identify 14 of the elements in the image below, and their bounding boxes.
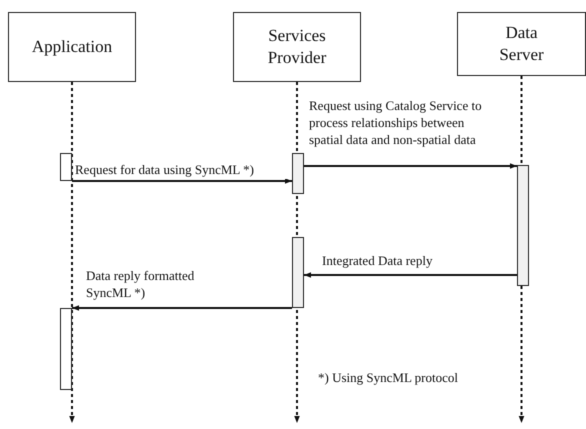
- activation-bar: [60, 308, 72, 390]
- activation-bar: [60, 153, 72, 181]
- message-arrow: [304, 272, 517, 278]
- activation-bar: [517, 165, 529, 286]
- participant-box: Application: [8, 12, 136, 82]
- lifeline: [69, 82, 75, 423]
- activation-bar: [292, 237, 304, 308]
- activation-bar: [292, 153, 304, 194]
- edge-label: Request for data using SyncML *): [75, 162, 290, 179]
- message-arrow: [304, 163, 517, 169]
- participant-box: Services Provider: [233, 12, 361, 82]
- message-arrow: [72, 305, 292, 311]
- participant-box: Data Server: [457, 12, 586, 76]
- message-arrow: [72, 178, 292, 184]
